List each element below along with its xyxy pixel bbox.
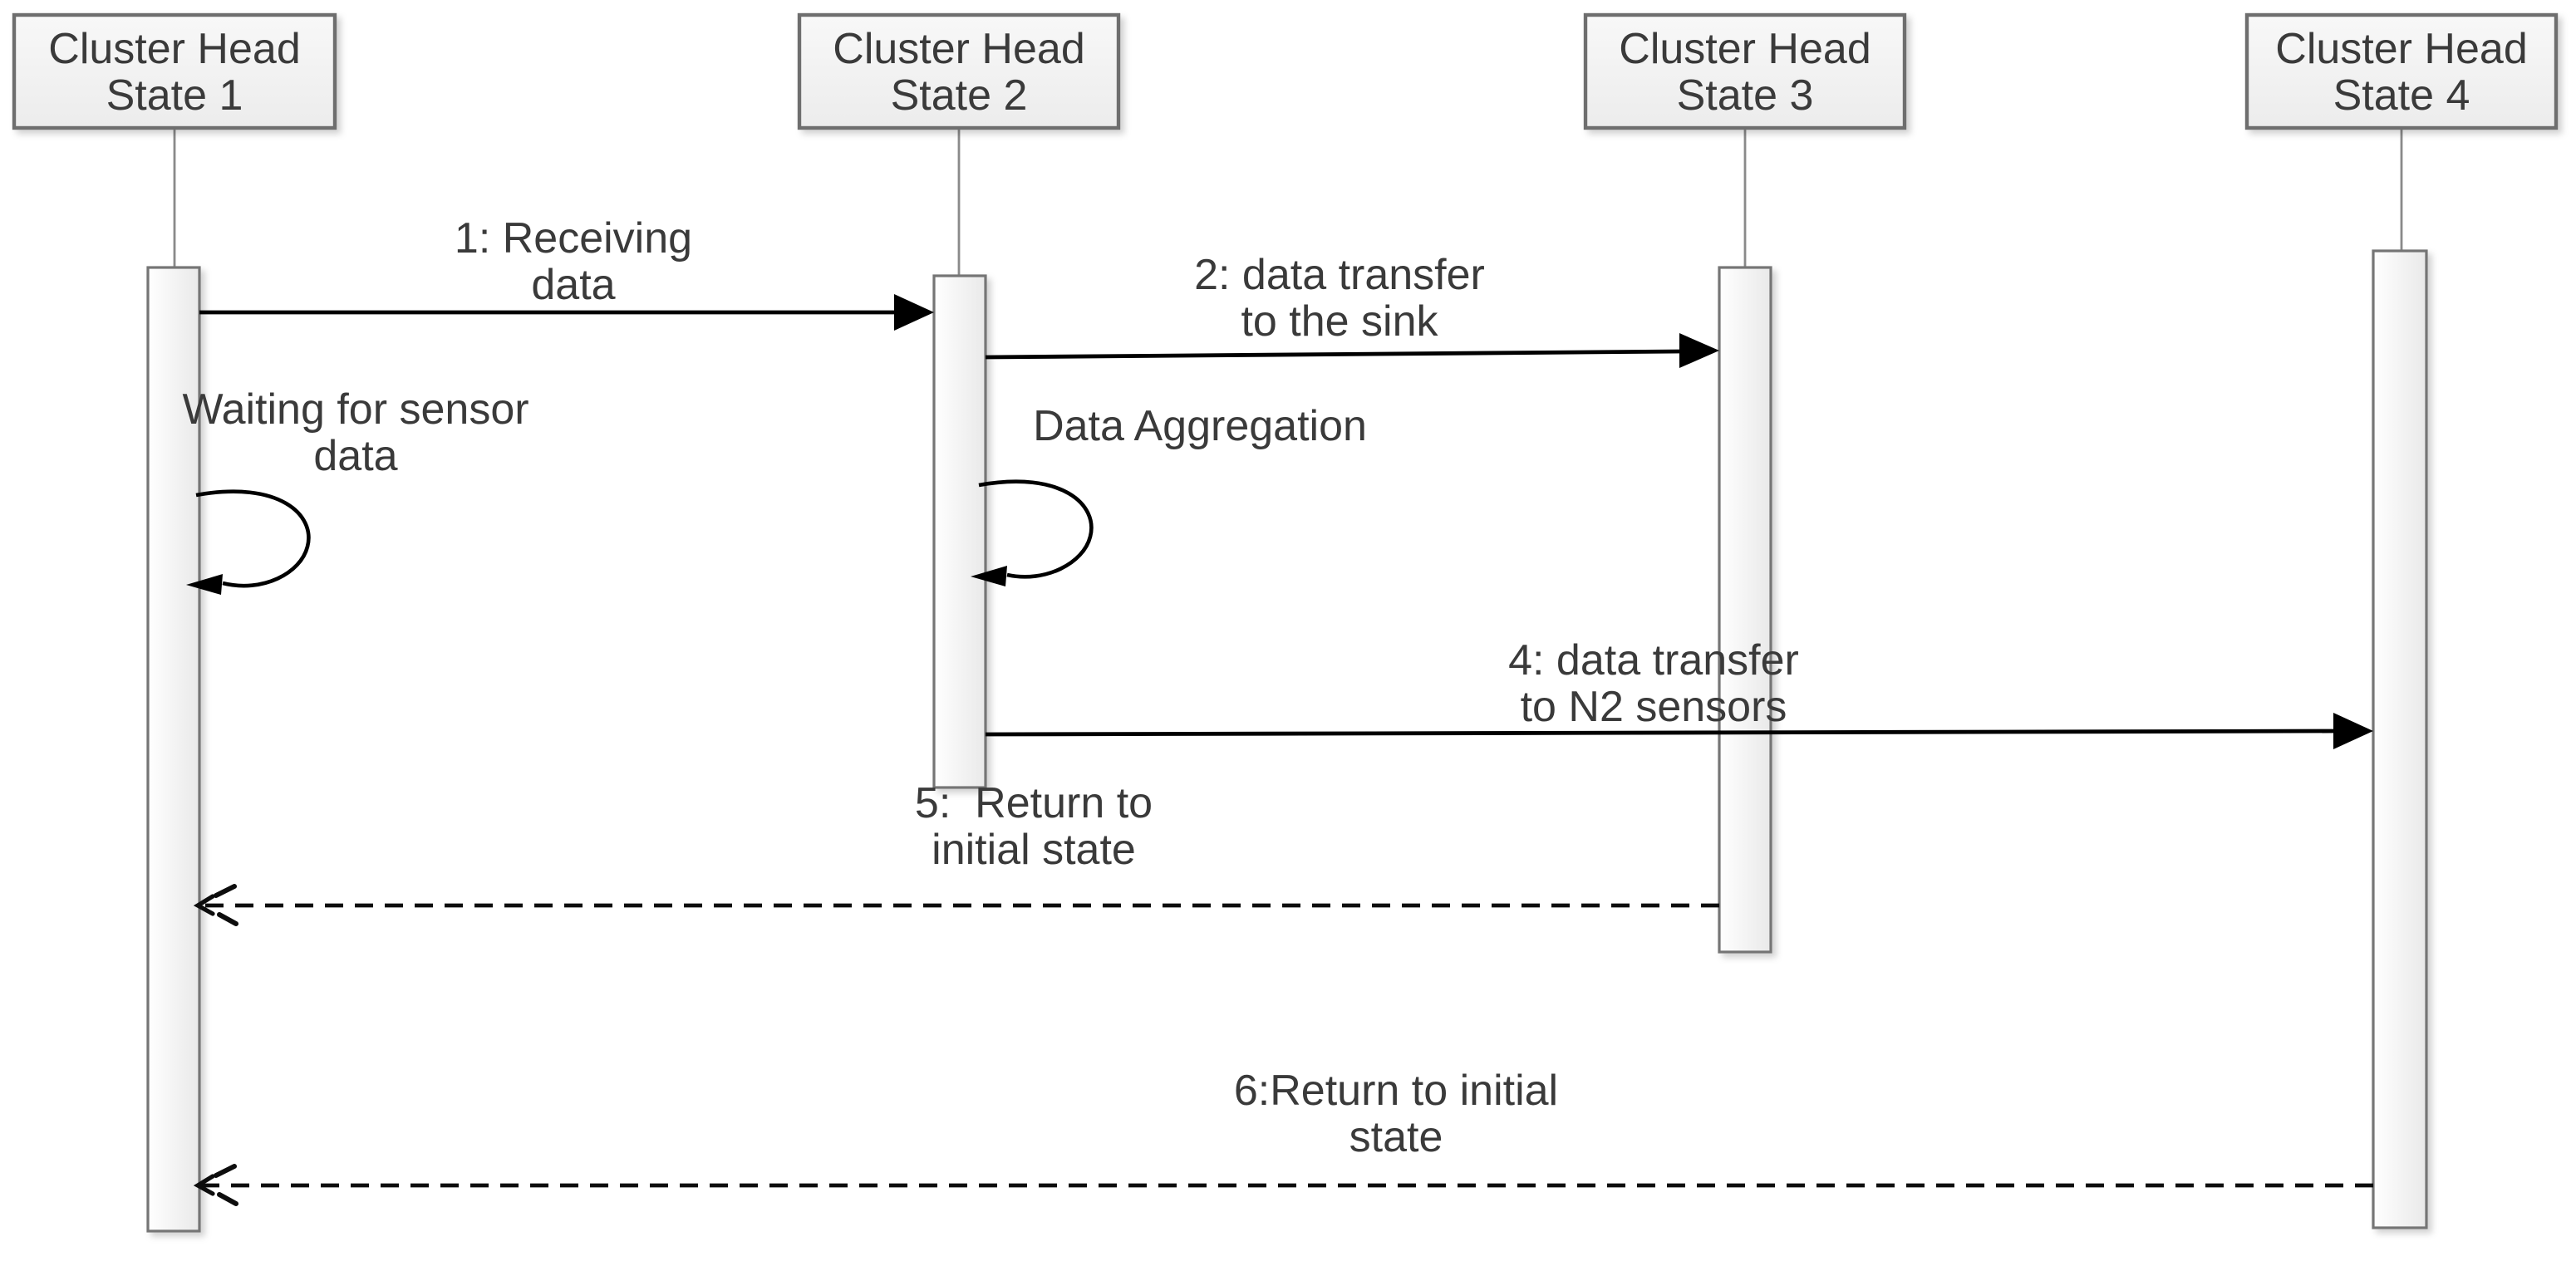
message-2-data-transfer-sink: 2: data transfer to the sink [985, 251, 1719, 368]
message-label-line1: 5: Return to [915, 779, 1153, 827]
message-1-receiving-data: 1: Receiving data [199, 214, 934, 331]
actor-label-line1: Cluster Head [48, 25, 300, 73]
message-label-line2: data [313, 432, 397, 480]
message-label-line2: initial state [932, 826, 1136, 874]
arrowhead-icon [971, 566, 1007, 586]
self-message-waiting-sensor-data: Waiting for sensor data [182, 385, 529, 595]
actor-box [12, 12, 337, 130]
actor-label-line1: Cluster Head [833, 25, 1084, 73]
message-line [985, 729, 2336, 737]
message-label-line1: 6:Return to initial [1234, 1067, 1558, 1115]
activation-bar-state1 [146, 266, 201, 1233]
self-loop-arc [195, 489, 311, 588]
open-arrowhead-icon [193, 894, 215, 916]
actor-label-line2: State 4 [2333, 71, 2470, 120]
message-label-line2: to the sink [1241, 297, 1438, 346]
actor-header-state2: Cluster Head State 2 [797, 12, 1121, 130]
message-6-return-initial-state: 6:Return to initial state [193, 1067, 2373, 1206]
actor-label-line2: State 1 [106, 71, 243, 120]
actor-label-line2: State 3 [1677, 71, 1814, 120]
message-4-data-transfer-n2: 4: data transfer to N2 sensors [985, 636, 2373, 749]
message-label-line1: Data Aggregation [1033, 402, 1367, 450]
message-label-line2: to N2 sensors [1521, 683, 1787, 731]
open-arrowhead-dash-upper [214, 1164, 237, 1178]
self-message-data-aggregation: Data Aggregation [971, 402, 1367, 586]
arrowhead-icon [2333, 713, 2373, 749]
message-line [985, 349, 1683, 360]
actor-header-state3: Cluster Head State 3 [1583, 12, 1907, 130]
message-label-line1: 4: data transfer [1508, 636, 1799, 684]
actor-box [1583, 12, 1907, 130]
message-5-return-initial-state: 5: Return to initial state [193, 779, 1719, 926]
self-loop-arc [978, 479, 1094, 579]
activation-bar-state3 [1718, 266, 1772, 954]
activation-bar-state2 [932, 274, 987, 789]
open-arrowhead-dash-lower [217, 1192, 238, 1206]
actor-header-state1: Cluster Head State 1 [12, 12, 337, 130]
open-arrowhead-icon [193, 1174, 215, 1196]
open-arrowhead-dash-lower [217, 912, 238, 926]
arrowhead-icon [186, 574, 223, 595]
message-label-line1: 1: Receiving [455, 214, 692, 263]
message-label-line2: data [531, 261, 615, 309]
message-label-line1: 2: data transfer [1194, 251, 1485, 299]
message-label-line1: Waiting for sensor [182, 385, 528, 434]
message-label-line2: state [1349, 1113, 1443, 1161]
actor-box [2244, 12, 2559, 130]
actor-header-state4: Cluster Head State 4 [2244, 12, 2559, 130]
actor-label-line1: Cluster Head [2275, 25, 2527, 73]
actor-box [797, 12, 1121, 130]
open-arrowhead-dash-upper [214, 884, 237, 898]
arrowhead-icon [1679, 333, 1719, 368]
actor-label-line2: State 2 [891, 71, 1028, 120]
arrowhead-icon [894, 294, 934, 331]
actor-label-line1: Cluster Head [1619, 25, 1871, 73]
activation-bar-state4 [2372, 249, 2428, 1229]
